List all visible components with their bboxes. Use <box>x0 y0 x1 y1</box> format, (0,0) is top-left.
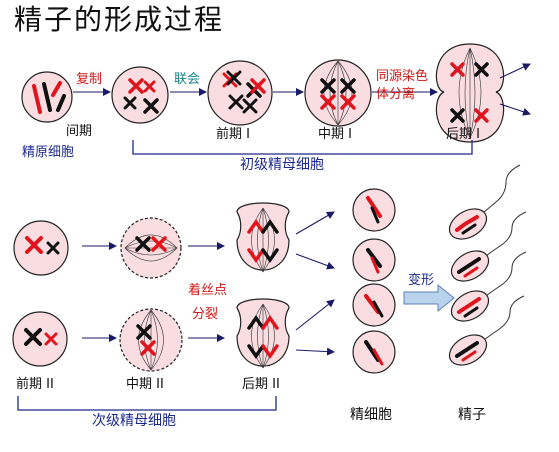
cell-anaphase-2-top <box>236 202 290 273</box>
label-centromere-1: 着丝点 <box>188 283 228 298</box>
cell-prophase-2-top <box>13 220 69 276</box>
sperm-1 <box>448 164 521 240</box>
sperm-2 <box>450 211 527 282</box>
cell-prophase-2-bottom <box>12 311 68 367</box>
label-anaphase-1: 后期 I <box>446 127 480 142</box>
label-prophase-1: 前期 I <box>216 127 250 142</box>
label-copy: 复制 <box>76 72 103 87</box>
label-synapsis: 联会 <box>174 72 201 87</box>
label-homolog-sep-2: 体分离 <box>376 87 416 102</box>
cell-prophase-1 <box>207 60 273 126</box>
spermatid-4 <box>352 330 396 374</box>
label-primary-spermatocyte: 初级精母细胞 <box>240 157 324 173</box>
label-metaphase-1: 中期 I <box>318 127 352 142</box>
label-spermatogonium: 精原细胞 <box>22 145 75 160</box>
cell-anaphase-1 <box>435 43 505 143</box>
label-centromere-2: 分裂 <box>192 307 219 322</box>
cell-metaphase-1 <box>304 59 372 127</box>
label-transform: 变形 <box>408 273 435 288</box>
spermatid-1 <box>352 188 396 232</box>
label-spermatid: 精细胞 <box>350 407 392 423</box>
label-secondary-spermatocyte: 次级精母细胞 <box>92 413 176 429</box>
spermatid-3 <box>352 283 396 327</box>
cell-metaphase-2-top <box>120 217 182 279</box>
sperm-3 <box>450 251 527 322</box>
bracket-primary <box>132 140 473 155</box>
page-title: 精子的形成过程 <box>14 3 225 36</box>
label-sperm: 精子 <box>458 407 486 423</box>
cell-interphase-replicated <box>111 66 169 124</box>
cell-anaphase-2-bottom <box>236 298 290 369</box>
row23-arrows <box>82 211 335 356</box>
label-interphase: 间期 <box>66 124 93 139</box>
label-homolog-sep-1: 同源染色 <box>376 69 429 84</box>
label-prophase-2: 前期 II <box>16 377 54 392</box>
cell-metaphase-2-bottom <box>119 308 183 372</box>
label-anaphase-2: 后期 II <box>242 377 280 392</box>
label-metaphase-2: 中期 II <box>126 377 164 392</box>
cell-spermatogonium <box>21 71 73 123</box>
spermatid-2 <box>352 238 396 282</box>
transform-arrow <box>403 283 455 313</box>
bracket-secondary <box>17 396 277 411</box>
row1-arrows <box>73 63 531 116</box>
sperm-4 <box>448 295 525 366</box>
